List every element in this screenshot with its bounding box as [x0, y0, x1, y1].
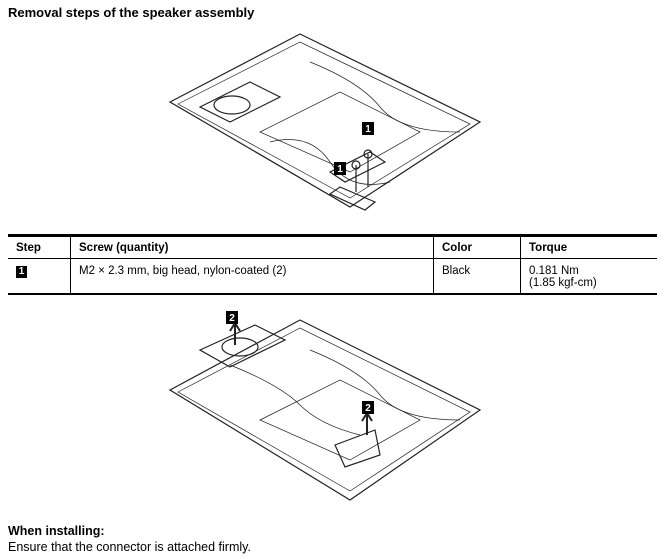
torque-kgf: (1.85 kgf-cm) [529, 277, 597, 289]
svg-text:1: 1 [365, 124, 371, 135]
speaker-assembly-figure-2: 2 2 [168, 311, 482, 501]
speaker-assembly-figure-1: 1 1 [168, 33, 482, 211]
svg-text:1: 1 [337, 164, 343, 175]
callout-badge: 2 2 [226, 311, 374, 414]
table-row: 1 M2 × 2.3 mm, big head, nylon-coated (2… [8, 258, 657, 295]
note-heading: When installing: [8, 524, 105, 538]
header-torque: Torque [520, 234, 657, 259]
header-step: Step [8, 234, 71, 259]
svg-text:2: 2 [365, 403, 371, 414]
step-badge: 1 [16, 266, 27, 278]
screw-cell: M2 × 2.3 mm, big head, nylon-coated (2) [70, 258, 434, 295]
callout-badge: 1 1 [334, 122, 374, 175]
svg-text:2: 2 [229, 313, 235, 324]
torque-cell: 0.181 Nm(1.85 kgf-cm) [520, 258, 657, 295]
screw-table: Step Screw (quantity) Color Torque 1 M2 … [8, 234, 657, 295]
section-title: Removal steps of the speaker assembly [8, 5, 255, 20]
torque-nm: 0.181 Nm [529, 265, 579, 277]
color-cell: Black [433, 258, 521, 295]
header-screw: Screw (quantity) [70, 234, 434, 259]
note-text: Ensure that the connector is attached fi… [8, 540, 251, 554]
header-color: Color [433, 234, 521, 259]
